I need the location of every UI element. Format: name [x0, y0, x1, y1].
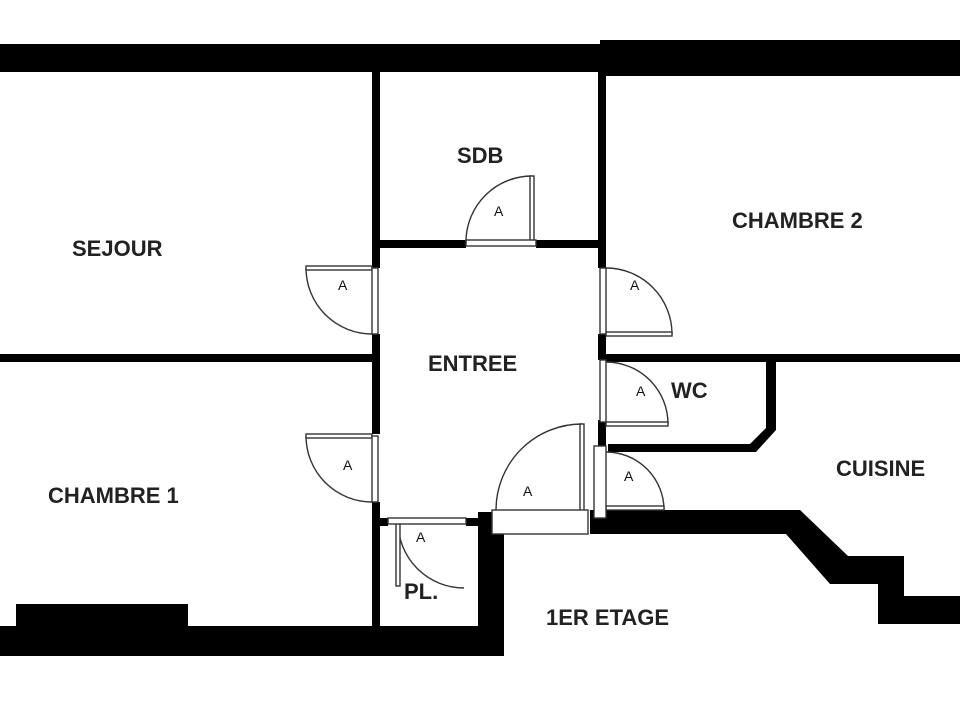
- walls: [0, 40, 960, 656]
- wall-sejour-chambre1: [0, 354, 374, 362]
- wall-left-of-entree-low: [372, 502, 380, 632]
- placard-top-wall-right: [466, 518, 478, 526]
- wall-right-of-entree-top: [598, 72, 606, 268]
- door-sdb-swing: [465, 175, 533, 241]
- doors: A A A A A: [305, 175, 673, 589]
- door-chambre1: A: [305, 433, 379, 503]
- door-cuisine-threshold: [593, 445, 607, 519]
- door-sejour-swing: [305, 267, 373, 335]
- door-wc-threshold: [599, 359, 607, 423]
- door-cuisine: A: [593, 445, 665, 519]
- door-sdb: A: [465, 175, 537, 247]
- label-entree: ENTREE: [428, 351, 517, 376]
- door-sdb-marker: A: [494, 203, 504, 219]
- label-sdb: SDB: [457, 143, 503, 168]
- wc-door-post: [598, 420, 606, 450]
- door-sejour-threshold: [371, 267, 379, 335]
- door-chambre2-threshold: [599, 267, 607, 335]
- sdb-bottom-wall-left: [380, 240, 466, 248]
- wall-left-of-entree-top: [372, 72, 380, 268]
- door-chambre2-swing: [605, 267, 673, 335]
- door-placard-marker: A: [416, 529, 426, 545]
- door-entree-leaf: [579, 423, 585, 513]
- chambre1-radiator-block: [16, 604, 188, 628]
- label-sejour: SEJOUR: [72, 236, 163, 261]
- door-placard: A: [387, 517, 467, 589]
- label-placard: PL.: [404, 579, 438, 604]
- placard-top-wall: [380, 518, 388, 526]
- door-wc-marker: A: [636, 383, 646, 399]
- door-entree-marker: A: [523, 483, 533, 499]
- door-sdb-threshold: [465, 239, 537, 247]
- label-wc: WC: [671, 378, 708, 403]
- door-placard-threshold: [387, 517, 467, 525]
- stair-side-wall: [478, 512, 504, 656]
- door-entree: A: [491, 423, 589, 535]
- door-chambre2-marker: A: [630, 277, 640, 293]
- label-chambre2: CHAMBRE 2: [732, 208, 863, 233]
- door-cuisine-swing: [605, 451, 665, 511]
- chambre1-bottom-wall: [0, 626, 500, 656]
- wall-right-of-entree-mid: [598, 334, 606, 360]
- door-entree-threshold: [491, 509, 589, 535]
- door-chambre1-threshold: [371, 435, 379, 503]
- door-placard-leaf: [395, 521, 401, 587]
- door-wc: A: [599, 359, 669, 427]
- wall-left-of-entree-mid: [372, 334, 380, 434]
- door-chambre1-leaf: [305, 433, 373, 439]
- door-chambre1-marker: A: [343, 457, 353, 473]
- door-sejour-leaf: [305, 265, 373, 271]
- top-wall-left: [0, 44, 602, 72]
- label-cuisine: CUISINE: [836, 456, 925, 481]
- door-wc-swing: [605, 361, 669, 425]
- door-chambre1-swing: [305, 435, 373, 503]
- top-wall-right: [600, 40, 960, 76]
- cuisine-bottom-wall: [590, 510, 960, 624]
- door-chambre2-leaf: [605, 331, 673, 337]
- room-labels: SEJOUR SDB CHAMBRE 2 ENTREE WC CUISINE C…: [48, 143, 925, 630]
- door-sejour-marker: A: [338, 277, 348, 293]
- label-etage: 1ER ETAGE: [546, 605, 669, 630]
- door-sejour: A: [305, 265, 379, 335]
- door-cuisine-marker: A: [624, 468, 634, 484]
- wall-chambre2-wc: [606, 354, 960, 362]
- door-cuisine-leaf: [605, 505, 665, 511]
- wc-enclosure-wall: [608, 362, 776, 452]
- door-wc-leaf: [605, 421, 669, 427]
- sdb-bottom-wall-right: [536, 240, 602, 248]
- door-sdb-leaf: [529, 175, 535, 243]
- door-chambre2: A: [599, 267, 673, 337]
- door-entree-swing: [495, 423, 583, 511]
- label-chambre1: CHAMBRE 1: [48, 483, 179, 508]
